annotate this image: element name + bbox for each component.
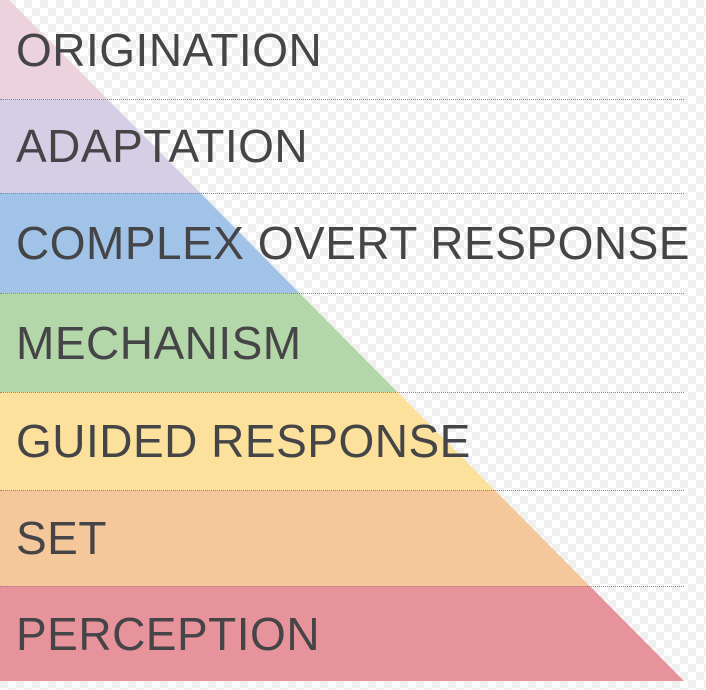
level-label-text: MECHANISM [16, 316, 302, 369]
level-divider [0, 193, 684, 194]
level-label-text: SET [16, 512, 107, 564]
level-label-guided-response: GUIDED RESPONSE [0, 392, 706, 490]
band-perception [0, 586, 684, 681]
level-divider [0, 586, 684, 587]
level-label-text: PERCEPTION [16, 607, 321, 660]
level-divider [0, 293, 684, 294]
level-label-complex-overt-response: COMPLEX OVERT RESPONSE [0, 193, 706, 293]
level-label-adaptation: ADAPTATION [0, 99, 706, 193]
level-label-text: ADAPTATION [16, 120, 309, 172]
level-label-set: SET [0, 490, 706, 586]
level-label-mechanism: MECHANISM [0, 293, 706, 392]
level-label-origination: ORIGINATION [0, 0, 706, 99]
level-label-perception: PERCEPTION [0, 586, 706, 681]
level-label-text: COMPLEX OVERT RESPONSE [16, 217, 690, 269]
level-divider [0, 392, 684, 393]
level-divider [0, 99, 684, 100]
level-label-text: ORIGINATION [16, 23, 323, 76]
level-divider [0, 490, 684, 491]
level-label-text: GUIDED RESPONSE [16, 415, 471, 467]
